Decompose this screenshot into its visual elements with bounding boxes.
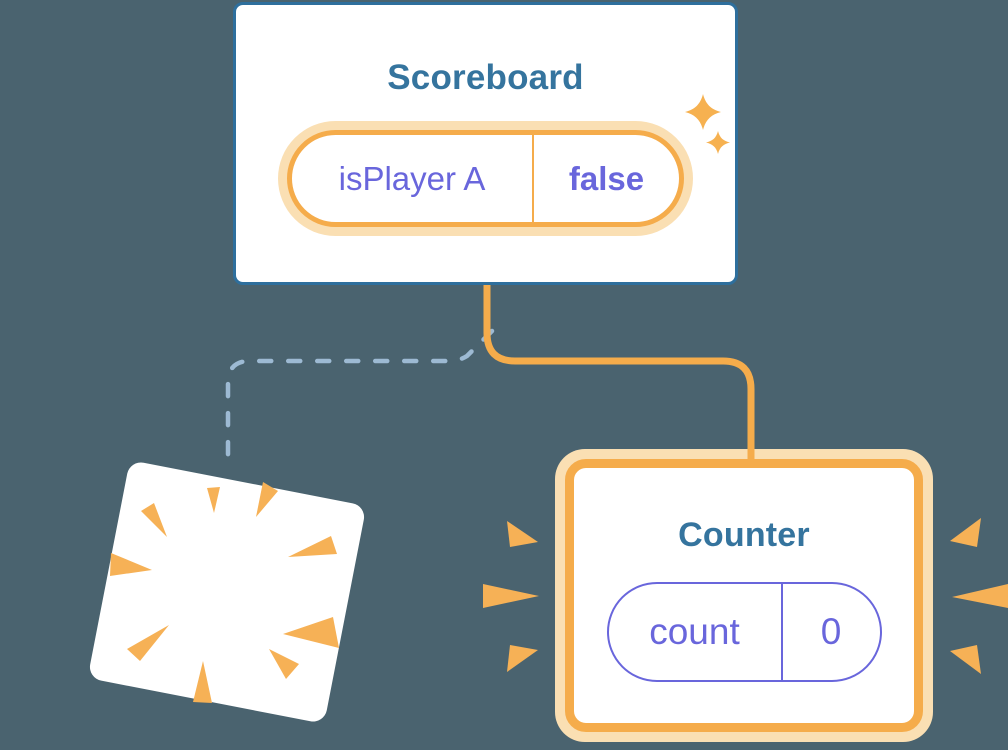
pill-divider bbox=[780, 584, 783, 680]
state-value: 0 bbox=[820, 611, 842, 652]
state-value-cell: 0 bbox=[783, 584, 880, 680]
scoreboard-card: Scoreboard isPlayer A false bbox=[233, 2, 738, 285]
counter-title: Counter bbox=[678, 516, 810, 554]
state-label: isPlayer A bbox=[338, 159, 486, 197]
connector-active-orange bbox=[483, 281, 755, 458]
counter-burst-icon bbox=[483, 518, 1008, 674]
counter-state-pill: count 0 bbox=[606, 582, 882, 682]
state-value-cell: false bbox=[534, 135, 679, 222]
counter-card-inner: Counter count 0 bbox=[565, 459, 923, 732]
state-label-cell: count bbox=[609, 584, 781, 680]
scoreboard-state-pill: isPlayer A false bbox=[278, 121, 693, 236]
destroyed-burst-icon bbox=[110, 482, 339, 703]
state-label-cell: isPlayer A bbox=[292, 135, 532, 222]
scoreboard-state-pill-inner: isPlayer A false bbox=[287, 130, 684, 227]
sparkles-icon bbox=[685, 94, 730, 154]
state-label: count bbox=[649, 611, 740, 652]
state-value: false bbox=[568, 159, 645, 197]
pill-divider bbox=[532, 135, 534, 222]
counter-card: Counter count 0 bbox=[555, 449, 933, 742]
scoreboard-title: Scoreboard bbox=[387, 58, 584, 97]
connector-removed-dashed bbox=[225, 328, 495, 465]
